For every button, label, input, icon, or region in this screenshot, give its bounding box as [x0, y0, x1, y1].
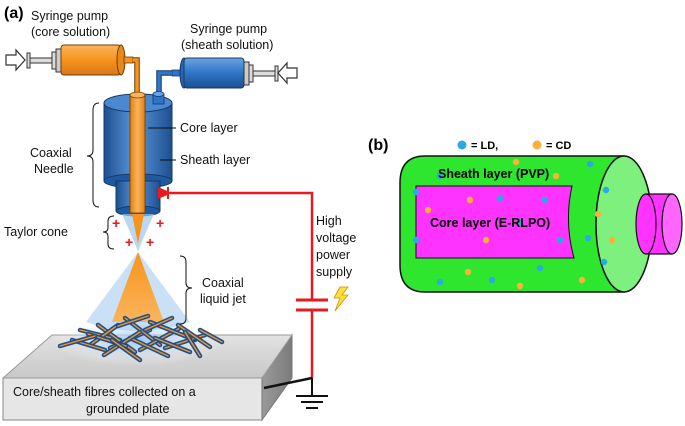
- ld-particle-7: [584, 234, 592, 242]
- charge-2: +: [156, 215, 164, 231]
- lightning-icon: [333, 286, 349, 312]
- cd-particle-9: [578, 276, 586, 284]
- panel-a-tag: (a): [4, 5, 24, 22]
- core-syringe-label-line2: (core solution): [31, 25, 110, 39]
- core-syringe-pump: [5, 44, 134, 76]
- ld-particle-0: [412, 188, 420, 196]
- sheath-syringe-label-line1: Syringe pump: [190, 22, 267, 36]
- core-layer-label: Core layer: [180, 121, 238, 135]
- ld-particle-4: [586, 160, 594, 168]
- panel-b-tag: (b): [368, 137, 388, 154]
- ld-legend-dot: [457, 140, 467, 150]
- ld-particle-18: [556, 236, 564, 244]
- ld-particle-20: [516, 218, 524, 226]
- charge-1: +: [112, 215, 120, 231]
- coaxial-needle-label-line2: Needle: [34, 162, 74, 176]
- cd-particle-2: [512, 158, 520, 166]
- charge-3: +: [125, 234, 133, 250]
- ld-particle-14: [436, 278, 444, 286]
- ld-particle-12: [488, 276, 496, 284]
- cd-legend-dot: [532, 140, 542, 150]
- sheath-syringe-pump: [171, 57, 298, 89]
- charge-4: +: [146, 234, 154, 250]
- ld-legend-label: = LD,: [471, 140, 498, 152]
- collector-label-line1: Core/sheath fibres collected on a: [13, 385, 196, 399]
- sheath-syringe-label-line2: (sheath solution): [181, 38, 273, 52]
- power-supply-label-line4: supply: [316, 265, 353, 279]
- drug-particles: [412, 158, 616, 290]
- fibre-cross-section: [399, 155, 683, 293]
- ld-particle-17: [541, 196, 549, 204]
- collector-label-line2: grounded plate: [86, 402, 169, 416]
- power-supply-label-line2: voltage: [316, 231, 356, 245]
- sheath-layer-pvp-label: Sheath layer (PVP): [438, 167, 549, 181]
- coaxial-jet-label-line1: Coaxial: [202, 276, 244, 290]
- cd-particle-16: [424, 206, 432, 214]
- legend: = LD, = CD: [457, 140, 571, 152]
- cd-particle-13: [464, 268, 472, 276]
- cd-particle-21: [466, 196, 474, 204]
- taylor-cone-brace: [102, 215, 115, 250]
- cd-particle-6: [594, 210, 602, 218]
- needle-brace: [86, 102, 100, 208]
- coaxial-needle: [103, 91, 173, 217]
- ground-symbol: [296, 378, 328, 409]
- cd-particle-23: [608, 236, 616, 244]
- power-supply-label-line1: High: [316, 214, 342, 228]
- power-supply-label-line3: power: [316, 248, 350, 262]
- sheath-layer-label: Sheath layer: [180, 153, 250, 167]
- ld-particle-22: [496, 194, 504, 202]
- core-layer-erlpo-label: Core layer (E-RLPO): [430, 216, 550, 230]
- core-syringe-label-line1: Syringe pump: [31, 9, 108, 23]
- cd-particle-3: [552, 172, 560, 180]
- high-voltage-circuit: [158, 187, 328, 378]
- cd-particle-11: [516, 282, 524, 290]
- cd-legend-label: = CD: [546, 140, 571, 152]
- taylor-cone-label: Taylor cone: [4, 225, 68, 239]
- coaxial-jet-label-line2: liquid jet: [200, 292, 246, 306]
- coaxial-needle-label-line1: Coaxial: [30, 146, 72, 160]
- cd-particle-19: [482, 236, 490, 244]
- ld-particle-10: [536, 264, 544, 272]
- ld-particle-15: [412, 236, 420, 244]
- ld-particle-1: [436, 172, 444, 180]
- ld-particle-5: [602, 186, 610, 194]
- ld-particle-8: [600, 258, 608, 266]
- jet-brace: [179, 255, 193, 325]
- deposited-fibres: [57, 313, 225, 363]
- core-cutout: [415, 185, 575, 259]
